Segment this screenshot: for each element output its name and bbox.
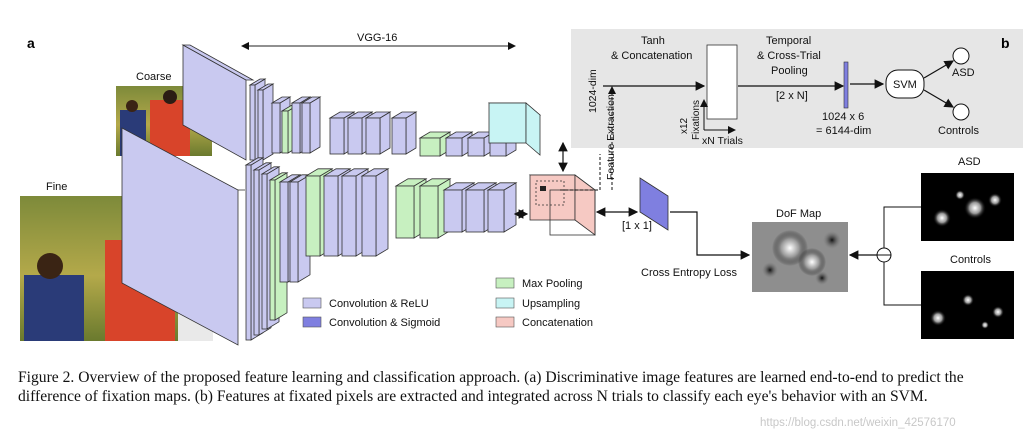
panel-b-background: [571, 29, 1023, 148]
legend-label: Upsampling: [522, 298, 580, 310]
dof-map-image: [752, 222, 848, 292]
pooled-feature-bar: [843, 61, 849, 109]
fine-branch-layers: [244, 157, 518, 341]
legend-swatch: [302, 316, 322, 328]
legend-swatch: [495, 277, 515, 289]
fixations-count: x12: [679, 117, 690, 134]
controls-map-image: [921, 271, 1014, 339]
coarse-pool-layer: [418, 131, 452, 157]
fine-conv-layer: [360, 168, 390, 257]
coarse-conv-layer: [364, 111, 392, 155]
panel-b-label: b: [1001, 35, 1010, 51]
feature-extraction-label: Feature Extraction: [605, 94, 617, 180]
controls-output-node: [952, 103, 970, 121]
dof-map-label: DoF Map: [776, 208, 821, 220]
coarse-conv-layer: [390, 111, 418, 155]
coarse-label: Coarse: [136, 71, 171, 83]
legend-label: Max Pooling: [522, 278, 583, 290]
dim-label: 1024-dim: [587, 69, 599, 113]
legend-swatch: [495, 297, 515, 309]
controls-output-label: Controls: [938, 125, 979, 137]
feature-stack-block: [706, 44, 738, 120]
svm-box: [885, 69, 925, 99]
tanh-label-2: & Concatenation: [611, 50, 692, 62]
panel-a-label: a: [27, 35, 35, 51]
architecture-diagram: a b VGG-16 Coarse Fine: [20, 29, 1023, 346]
coarse-conv-layer: [256, 83, 275, 161]
out-dim-1: 1024 x 6: [822, 111, 864, 123]
legend-swatch: [302, 297, 322, 309]
legend-label: Convolution & ReLU: [329, 298, 429, 310]
feature-extraction-path: [560, 86, 616, 191]
pooling-label-2: & Cross-Trial: [757, 50, 821, 62]
sigmoid-conv-slab: [639, 177, 669, 231]
fixations-label: Fixations: [691, 100, 702, 140]
upsampling-block: [487, 102, 542, 156]
sigmoid-to-loss-line: [670, 211, 751, 260]
asd-output-node: [952, 47, 970, 65]
asd-output-label: ASD: [952, 67, 975, 79]
asd-map-label: ASD: [958, 156, 981, 168]
controls-map-label: Controls: [950, 254, 991, 266]
pooling-label-3: Pooling: [771, 65, 808, 77]
fine-input-slab: [121, 127, 239, 346]
fine-conv-layer: [486, 182, 518, 233]
legend-label: Convolution & Sigmoid: [329, 317, 440, 329]
trials-label: xN Trials: [702, 135, 743, 147]
tanh-label-1: Tanh: [641, 35, 665, 47]
legend: Convolution & ReLU Convolution & Sigmoid M…: [302, 277, 593, 329]
size-label: [1 x 1]: [622, 220, 652, 232]
coarse-branch-layers: [248, 78, 518, 161]
svm-label: SVM: [893, 79, 917, 91]
concatenation-cube: [528, 174, 597, 236]
watermark: https://blog.csdn.net/weixin_42576170: [760, 417, 956, 429]
vgg-label: VGG-16: [357, 32, 397, 44]
fine-label: Fine: [46, 181, 67, 193]
out-dim-2: = 6144-dim: [816, 125, 871, 137]
legend-swatch: [495, 316, 515, 328]
legend-label: Concatenation: [522, 317, 593, 329]
pooling-label-1: Temporal: [766, 35, 811, 47]
asd-map-image: [921, 173, 1014, 241]
coarse-conv-layer: [300, 96, 322, 154]
pool-size-label: [2 x N]: [776, 90, 808, 102]
loss-label: Cross Entropy Loss: [641, 267, 737, 279]
figure-caption: Figure 2. Overview of the proposed featu…: [18, 369, 964, 405]
